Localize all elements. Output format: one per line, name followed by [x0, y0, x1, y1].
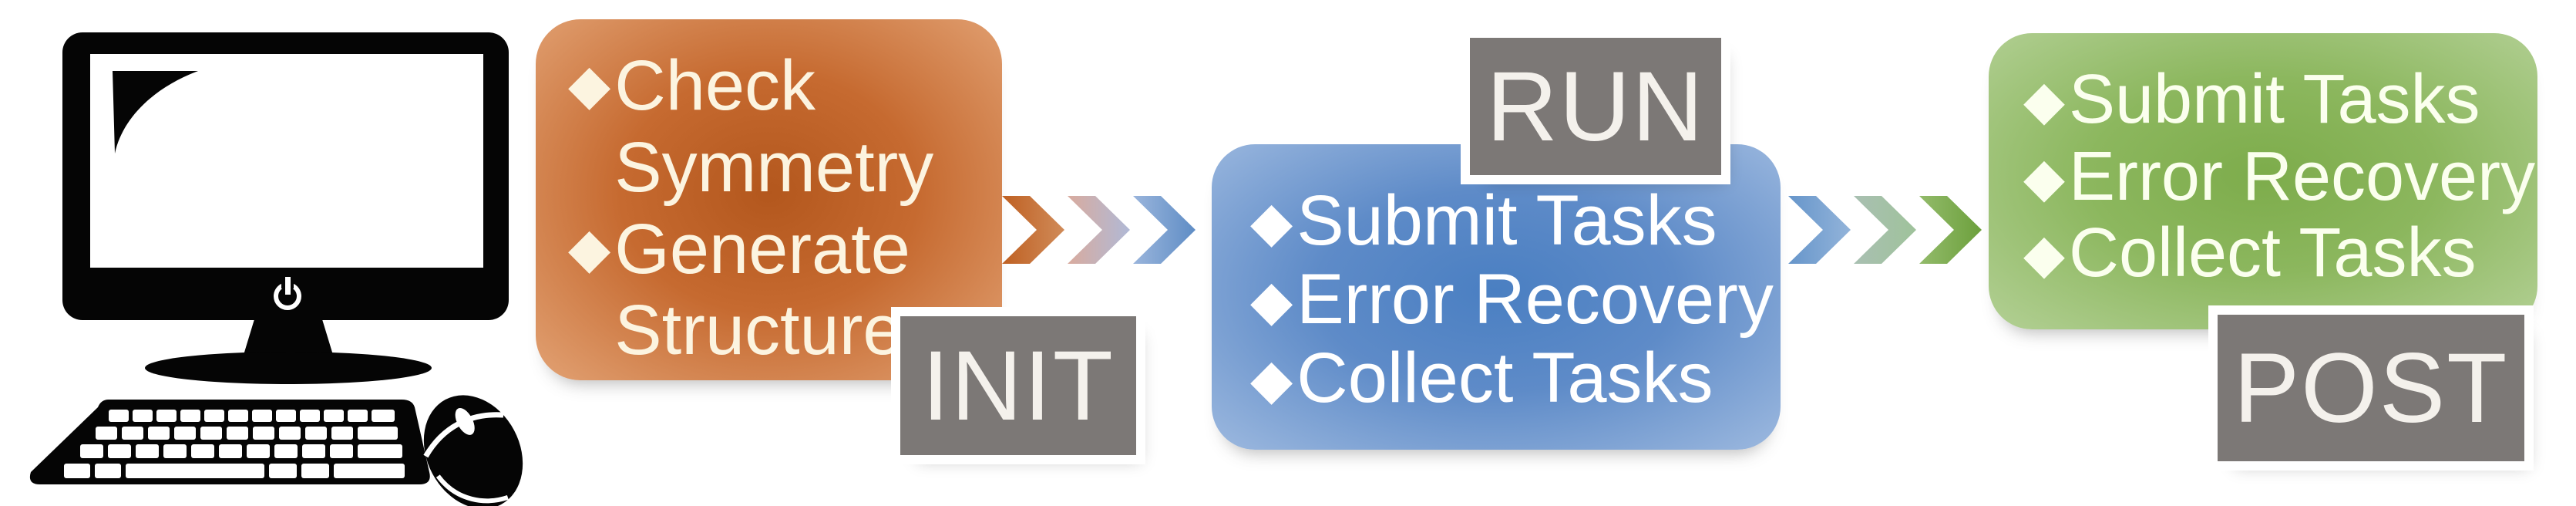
task-label: Submit Tasks [1296, 181, 1717, 260]
task-label: Error Recovery [1296, 259, 1774, 339]
flow-arrow-run-to-post [1788, 196, 1982, 264]
diamond-bullet-icon: ◆ [2023, 145, 2065, 209]
chevron-icon [1002, 196, 1064, 264]
task-label: Error Recovery [2068, 137, 2536, 215]
list-item: ◆ Error Recovery [2023, 139, 2535, 217]
chevron-icon [1788, 196, 1851, 264]
task-label: Check Symmetry [614, 46, 934, 207]
diamond-bullet-icon: ◆ [2023, 69, 2065, 132]
task-label: Submit Tasks [2068, 61, 2480, 138]
diamond-bullet-icon: ◆ [1250, 346, 1293, 411]
list-item: ◆ Check Symmetry [568, 46, 987, 209]
diamond-bullet-icon: ◆ [568, 52, 611, 116]
stage-label-init: INIT [900, 316, 1136, 455]
diamond-bullet-icon: ◆ [568, 214, 611, 280]
diamond-bullet-icon: ◆ [2023, 222, 2065, 286]
flow-arrow-init-to-run [1002, 196, 1196, 264]
screen-fold-icon [113, 71, 198, 153]
chevron-icon [1068, 196, 1130, 264]
desktop-computer-icon [29, 32, 523, 506]
keyboard-keys [64, 410, 405, 478]
task-label: Generate Structure [614, 209, 910, 370]
diamond-bullet-icon: ◆ [1250, 189, 1293, 254]
list-item: ◆ Collect Tasks [1250, 338, 1773, 419]
chevron-icon [1854, 196, 1916, 264]
task-label: Collect Tasks [1296, 338, 1713, 417]
chevron-icon [1919, 196, 1982, 264]
monitor-stand [244, 319, 333, 355]
task-label: Collect Tasks [2068, 214, 2477, 292]
list-item: ◆ Generate Structure [568, 209, 987, 373]
list-item: ◆ Submit Tasks [1250, 183, 1773, 261]
list-item: ◆ Collect Tasks [2023, 216, 2530, 293]
monitor-base [145, 352, 432, 384]
mouse-icon [423, 395, 523, 506]
stage-label-run: RUN [1470, 38, 1721, 175]
diamond-bullet-icon: ◆ [1250, 267, 1293, 332]
list-item: ◆ Error Recovery [1250, 259, 1774, 340]
list-item: ◆ Submit Tasks [2023, 62, 2530, 140]
stage-label-post: POST [2218, 315, 2524, 461]
stage-box-run: ◆ Submit Tasks ◆ Error Recovery ◆ Collec… [1212, 144, 1781, 450]
power-button-icon [274, 277, 301, 310]
chevron-icon [1133, 196, 1196, 264]
stage-box-post: ◆ Submit Tasks ◆ Error Recovery ◆ Collec… [1989, 33, 2537, 329]
